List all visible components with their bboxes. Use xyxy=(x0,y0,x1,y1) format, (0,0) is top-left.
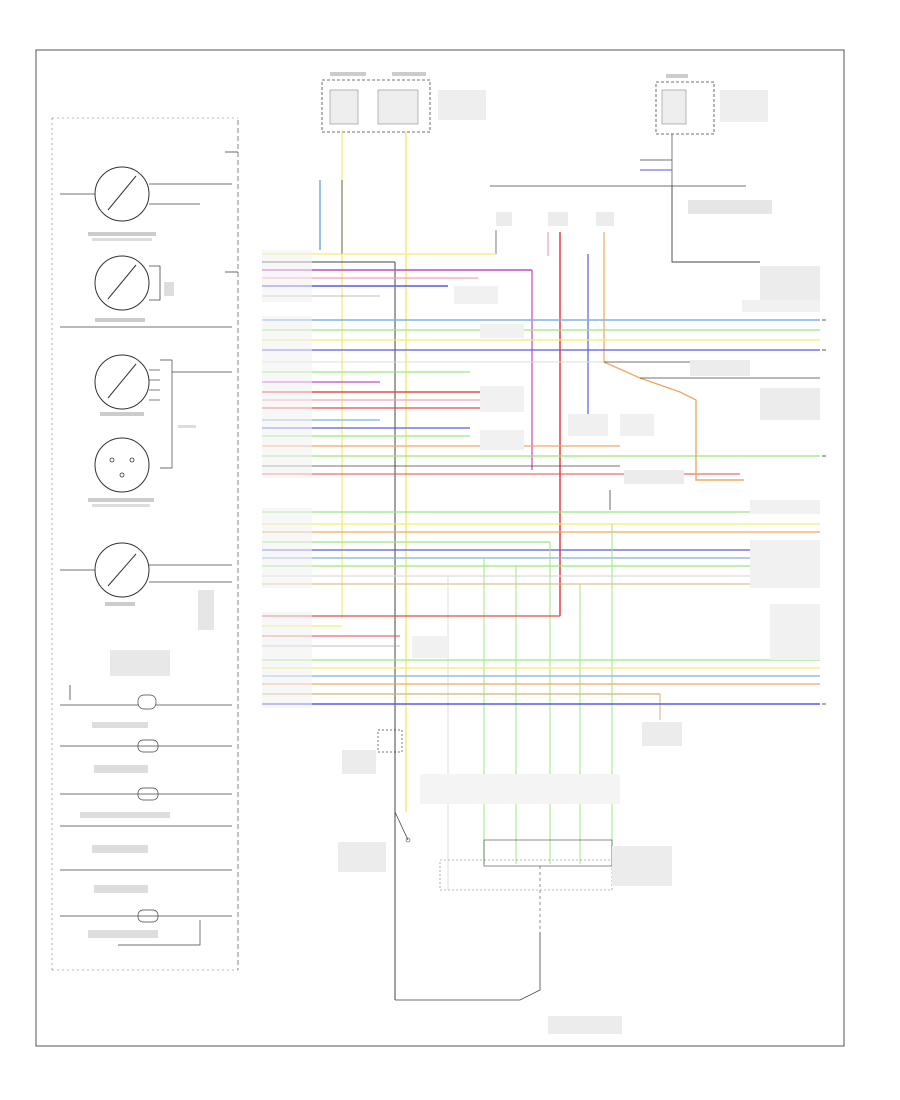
wire-bundle-bottom xyxy=(262,615,820,746)
fuse-box-left xyxy=(321,72,486,133)
right-edge-ticks xyxy=(822,319,826,705)
wire-bundle-middle xyxy=(262,319,820,475)
gauge-tachometer xyxy=(60,255,232,328)
center-labels xyxy=(412,212,820,660)
fuse-box-right xyxy=(655,74,768,135)
right-relay-routing xyxy=(568,360,820,510)
instrument-cluster xyxy=(51,117,239,971)
gauge-odometer xyxy=(94,437,150,493)
diagram-frame xyxy=(35,49,845,1047)
cluster-small-labels xyxy=(88,232,214,630)
gauge-fuel xyxy=(60,542,232,598)
top-right-feed xyxy=(490,134,820,306)
indicator-lamps xyxy=(60,650,232,946)
gauge-speedometer xyxy=(94,354,232,469)
sensor-drops xyxy=(447,524,613,890)
row-labels-left xyxy=(262,250,312,708)
switch-assembly xyxy=(338,729,622,1034)
cluster-ground-lines xyxy=(225,151,238,273)
wire-bundle-lower xyxy=(262,511,820,585)
sensor-module xyxy=(420,774,672,932)
gauge-transmission-temp xyxy=(60,166,232,222)
